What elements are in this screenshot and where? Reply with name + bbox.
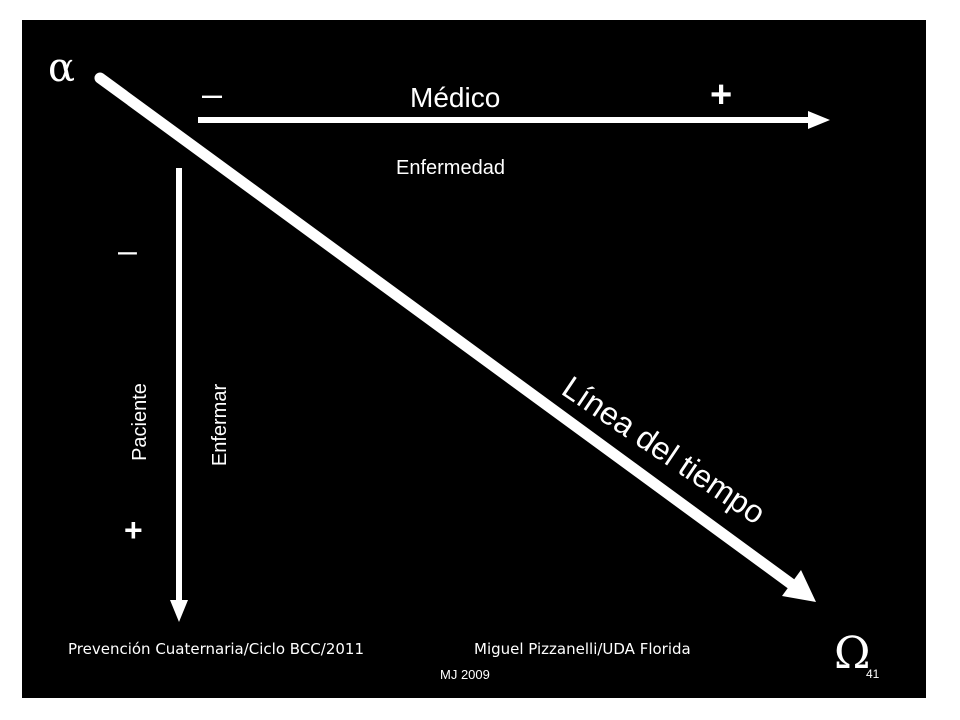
timeline-arrow-head — [782, 570, 816, 602]
paciente-axis-label: Paciente — [129, 383, 151, 461]
paciente-axis-arrow-head — [170, 600, 188, 622]
footer-credit: MJ 2009 — [440, 667, 490, 682]
alpha-symbol: α — [48, 45, 76, 91]
footer-course-text: Prevención Cuaternaria/Ciclo BCC/2011 — [68, 640, 364, 658]
paciente-minus-label: – — [118, 232, 137, 270]
medico-plus-label: + — [710, 74, 733, 116]
slide: α Ω – Médico + Enfermedad – Paciente + E… — [22, 20, 926, 698]
omega-symbol: Ω — [834, 628, 871, 679]
diagram-arrows — [94, 72, 830, 622]
enfermar-label: Enfermar — [209, 383, 231, 467]
medico-axis-arrow-head — [808, 111, 830, 129]
timeline-arrow-shaft — [94, 72, 800, 592]
paciente-plus-label: + — [124, 512, 143, 548]
enfermedad-label: Enfermedad — [396, 157, 505, 179]
medico-minus-label: – — [202, 73, 223, 114]
page-number: 41 — [866, 667, 880, 681]
medico-axis-label: Médico — [410, 82, 501, 113]
footer-author-text: Miguel Pizzanelli/UDA Florida — [474, 640, 691, 658]
